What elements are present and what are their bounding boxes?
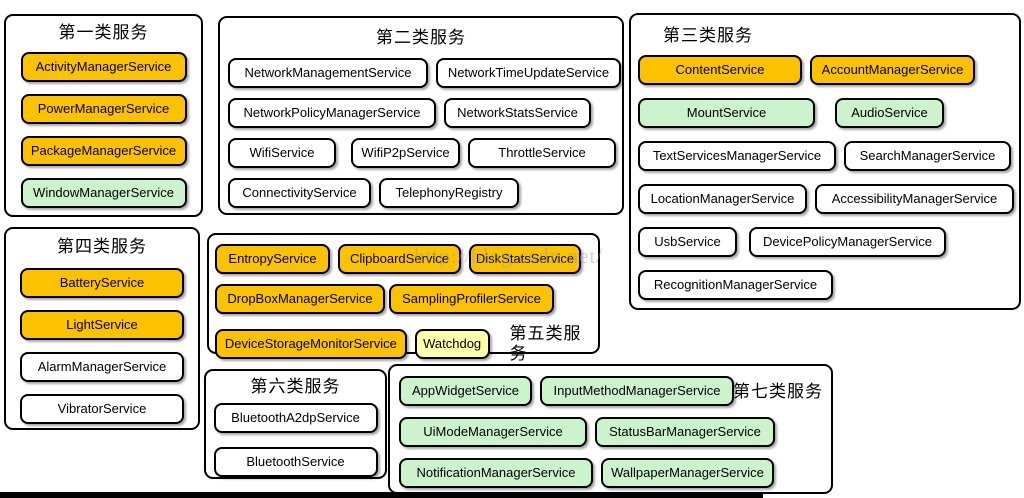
service-box: ActivityManagerService [20, 52, 187, 82]
service-box: BluetoothService [213, 447, 378, 477]
service-box: ThrottleService [468, 138, 616, 168]
service-box: WindowManagerService [20, 178, 187, 208]
service-box: AppWidgetService [399, 376, 532, 406]
service-box: NetworkPolicyManagerService [228, 98, 436, 128]
service-box: StatusBarManagerService [595, 417, 775, 447]
service-box: TelephonyRegistry [379, 178, 519, 208]
service-box: PowerManagerService [20, 94, 187, 124]
service-box: MountService [638, 98, 815, 128]
service-box: AudioService [835, 98, 944, 128]
service-box: BatteryService [20, 268, 184, 298]
group-7-title: 第七类服务 [733, 382, 823, 401]
service-box: InputMethodManagerService [540, 376, 734, 406]
group-4-items: BatteryService LightService AlarmManager… [6, 268, 198, 424]
group-2-items: NetworkManagementService NetworkTimeUpda… [220, 58, 622, 208]
service-box: DeviceStorageMonitorService [215, 329, 407, 359]
service-box: DiskStatsService [469, 244, 581, 274]
service-box: AccessibilityManagerService [815, 184, 1014, 214]
service-box: ClipboardService [338, 244, 461, 274]
group-4-title: 第四类服务 [57, 237, 147, 256]
service-box: NetworkStatsService [444, 98, 591, 128]
service-box: VibratorService [20, 394, 184, 424]
service-box: LightService [20, 310, 184, 340]
group-2-title: 第二类服务 [376, 28, 466, 47]
group-6-items: BluetoothA2dpService BluetoothService [206, 403, 385, 477]
service-box: UsbService [638, 227, 737, 257]
group-1-title: 第一类服务 [58, 23, 149, 42]
service-box: WifiService [228, 138, 336, 168]
service-box: DevicePolicyManagerService [749, 227, 946, 257]
service-box: ConnectivityService [228, 178, 371, 208]
service-box: DropBoxManagerService [215, 284, 385, 314]
group-category-3: 第三类服务 ContentService AccountManagerServi… [629, 13, 1021, 310]
bottom-edge-bar [0, 492, 763, 498]
service-box: AccountManagerService [810, 55, 975, 85]
group-5-title: 第五类服务 [509, 324, 582, 363]
service-box: NetworkManagementService [228, 58, 428, 88]
service-box: AlarmManagerService [20, 352, 184, 382]
group-category-1: 第一类服务 ActivityManagerService PowerManage… [4, 14, 203, 217]
service-box: SearchManagerService [844, 141, 1011, 171]
service-box: SamplingProfilerService [389, 284, 554, 314]
service-box: TextServicesManagerService [638, 141, 836, 171]
group-6-title: 第六类服务 [250, 377, 341, 396]
group-category-4: 第四类服务 BatteryService LightService AlarmM… [4, 227, 200, 430]
service-box: NotificationManagerService [399, 458, 593, 488]
group-7-items: AppWidgetService InputMethodManagerServi… [390, 376, 831, 488]
group-category-5: EntropyService ClipboardService DiskStat… [207, 233, 600, 363]
service-box: WallpaperManagerService [601, 458, 774, 488]
service-box: LocationManagerService [638, 184, 807, 214]
service-box: BluetoothA2dpService [213, 403, 378, 433]
service-box: EntropyService [215, 244, 330, 274]
service-box: ContentService [638, 55, 802, 85]
group-5-items: EntropyService ClipboardService DiskStat… [209, 244, 598, 364]
group-3-items: ContentService AccountManagerService Mou… [631, 55, 1019, 300]
service-box: WifiP2pService [351, 138, 460, 168]
group-category-7: 第七类服务 AppWidgetService InputMethodManage… [388, 364, 833, 494]
service-box: NetworkTimeUpdateService [436, 58, 621, 88]
service-box: UiModeManagerService [399, 417, 587, 447]
group-3-title: 第三类服务 [663, 26, 753, 45]
group-1-items: ActivityManagerService PowerManagerServi… [6, 52, 201, 208]
group-category-6: 第六类服务 BluetoothA2dpService BluetoothServ… [204, 369, 387, 479]
group-category-2: 第二类服务 NetworkManagementService NetworkTi… [218, 16, 624, 215]
service-box: Watchdog [414, 329, 490, 359]
service-box: RecognitionManagerService [638, 270, 833, 300]
service-box: PackageManagerService [20, 136, 187, 166]
